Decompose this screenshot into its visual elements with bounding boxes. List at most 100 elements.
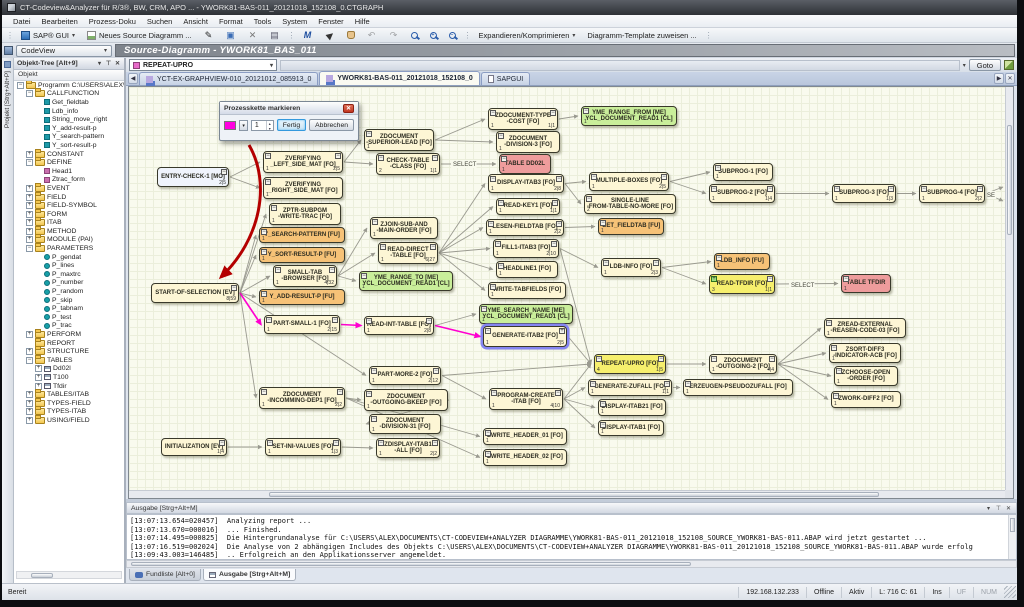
collapse-icon[interactable]: − (378, 155, 384, 161)
diagram-node-headline1[interactable]: −HEADLINE1 [FO]1 (496, 261, 558, 278)
diagram-node-initialization[interactable]: −INITIALIZATION [EV]1|4 (161, 438, 227, 456)
expand-icon[interactable]: + (26, 399, 33, 407)
collapse-icon[interactable]: − (267, 440, 273, 446)
tree-item[interactable]: Y_sort-result-p (14, 141, 124, 150)
collapse-icon[interactable]: − (433, 368, 439, 374)
collapse-icon[interactable]: − (430, 244, 436, 250)
scrollbar-thumb[interactable] (131, 562, 691, 566)
menu-item-bearbeiten[interactable]: Bearbeiten (41, 16, 78, 26)
collapse-icon[interactable]: − (586, 196, 592, 202)
collapse-icon[interactable]: − (261, 291, 267, 297)
tab-scroll-left-button[interactable]: ◀ (128, 73, 138, 84)
output-horizontal-scrollbar[interactable] (126, 560, 1017, 568)
collapse-icon[interactable]: − (26, 90, 33, 98)
diagram-node-zwork-diff2[interactable]: −ZWORK-DIFF2 [FO]1 (831, 391, 901, 408)
collapse-icon[interactable]: − (485, 430, 491, 436)
menu-item-fenster[interactable]: Fenster (318, 16, 344, 26)
diagram-node-single-line[interactable]: −SINGLE-LINE-FROM-TABLE-NO-MORE [FO]2 (584, 194, 676, 214)
expand-icon[interactable]: + (26, 236, 33, 244)
tree-item[interactable]: P_test (14, 313, 124, 322)
tree-item[interactable]: String_move_right (14, 115, 124, 124)
collapse-icon[interactable]: − (432, 155, 438, 161)
collapse-icon[interactable]: − (831, 345, 837, 351)
collapse-icon[interactable]: − (600, 422, 606, 428)
collapse-icon[interactable]: − (265, 153, 271, 159)
tree-item[interactable]: −Programm C:\USERS\ALEX\D... (14, 81, 124, 90)
diagram-node-zwrite-header-02[interactable]: −ZWRITE_HEADER_02 [FO]1 (483, 449, 567, 466)
goto-button[interactable]: Goto (968, 59, 1001, 71)
project-vertical-tab[interactable]: Projekt [Strg+Alt+P] (2, 58, 14, 583)
tree-item[interactable]: Head1 (14, 167, 124, 176)
collapse-icon[interactable]: − (715, 165, 721, 171)
collapse-icon[interactable]: − (17, 81, 24, 89)
tree-item[interactable]: Ldb_info (14, 107, 124, 116)
close-icon[interactable]: ✕ (114, 61, 121, 67)
diagram-node-write-tabfields[interactable]: −WRITE-TABFIELDS [FO]1 (488, 282, 566, 299)
tree-item[interactable]: −PARAMETERS (14, 243, 124, 253)
collapse-icon[interactable]: − (26, 159, 33, 167)
tree-item[interactable]: Y_search-pattern (14, 133, 124, 142)
collapse-icon[interactable]: − (221, 169, 227, 175)
expand-icon[interactable]: + (35, 365, 42, 373)
collapse-icon[interactable]: − (600, 220, 606, 226)
diagram-node-zdocument-division-3[interactable]: −ZDOCUMENT-DIVISION-3 [FO]1 (496, 131, 560, 153)
tree-item[interactable]: Y_add-result-p (14, 124, 124, 133)
collapse-icon[interactable]: − (372, 219, 378, 225)
tree-item[interactable]: +FIELD-SYMBOL (14, 200, 124, 210)
collapse-icon[interactable]: − (219, 440, 225, 446)
diagram-node-yme-range-to[interactable]: −YME_RANGE_TO [ME]YCL_DOCUMENT_READ1 [CL… (359, 271, 453, 291)
collapse-icon[interactable]: − (337, 389, 343, 395)
diagram-node-y-add-result-p[interactable]: −Y_ADD-RESULT-P [FU]1 (259, 289, 345, 305)
collapse-icon[interactable]: − (366, 391, 372, 397)
collapse-icon[interactable]: − (767, 186, 773, 192)
scrollbar-thumb[interactable] (31, 573, 53, 578)
redo-button[interactable]: ↷ (384, 28, 404, 42)
expand-icon[interactable]: + (26, 227, 33, 235)
tree-item[interactable]: P_skip (14, 296, 124, 305)
collapse-icon[interactable]: − (590, 381, 596, 387)
panel-menu-icon[interactable]: ▾ (986, 505, 990, 512)
diagram-node-display-itab21[interactable]: −DISPLAY-ITAB21 [FO]1 (598, 399, 666, 416)
menu-item-datei[interactable]: Datei (13, 16, 31, 26)
collapse-icon[interactable]: − (485, 328, 491, 334)
properties-button[interactable]: ✎ (199, 28, 219, 42)
collapse-icon[interactable]: − (371, 416, 377, 422)
delete-button[interactable]: ✕ (243, 28, 263, 42)
collapse-icon[interactable]: − (275, 267, 281, 273)
title-bar[interactable]: CT-Codeview&Analyzer für R/3®, BW, CRM, … (2, 0, 1017, 15)
collapse-icon[interactable]: − (977, 186, 983, 192)
diagram-tab[interactable]: SAPGUI (480, 72, 531, 85)
expand-icon[interactable]: + (26, 150, 33, 158)
tree-item[interactable]: +MODULE (PAI) (14, 234, 124, 245)
collapse-icon[interactable]: − (711, 356, 717, 362)
collapse-icon[interactable]: − (501, 156, 507, 162)
bottom-tab[interactable]: Ausgabe [Strg+Alt+M] (202, 569, 297, 581)
tree-item[interactable]: +EVENT (14, 182, 124, 193)
diagram-node-zptr-subpgm[interactable]: −ZPTR-SUBPGM-WRITE-TRAC [FO]1 (269, 203, 341, 225)
collapse-icon[interactable]: − (371, 368, 377, 374)
tree-item[interactable]: P_lines (14, 261, 124, 270)
diagram-node-start-of-selection[interactable]: −START-OF-SELECTION [EV]8|59 (151, 283, 239, 303)
collapse-icon[interactable]: − (716, 255, 722, 261)
tree-item[interactable]: −DEFINE (14, 157, 124, 167)
collapse-icon[interactable]: − (556, 176, 562, 182)
diagram-node-zread-external[interactable]: −ZREAD-EXTERNAL-REASEN-CODE-03 [FO]1 (824, 318, 906, 338)
expand-icon[interactable]: + (35, 373, 42, 381)
collapse-icon[interactable]: − (485, 451, 491, 457)
tree-item[interactable]: Get_fieldtab (14, 98, 124, 107)
collapse-icon[interactable]: − (366, 318, 372, 324)
pin-icon[interactable]: ⊤ (995, 505, 1002, 512)
